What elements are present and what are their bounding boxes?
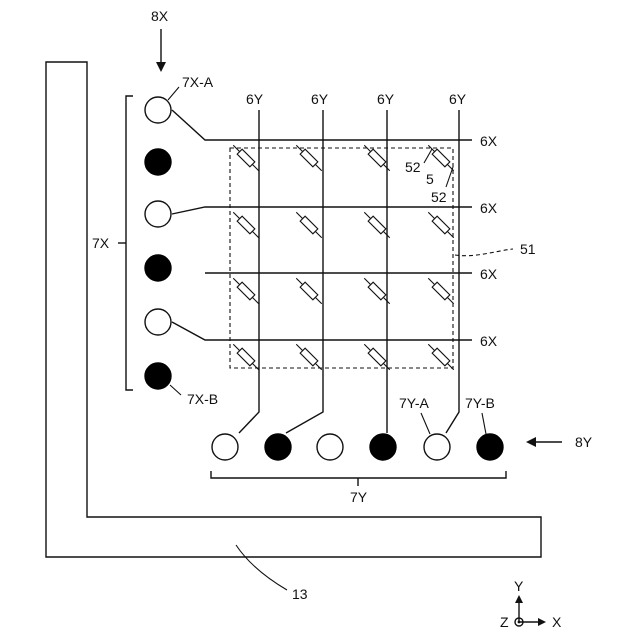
pad-7x	[145, 309, 171, 335]
group-7x-label: 7X	[92, 235, 110, 251]
pad-7x-a	[145, 97, 171, 123]
wire-6y-label: 6Y	[246, 91, 264, 107]
wire-6y-label: 6Y	[377, 91, 395, 107]
arrow-8y-label: 8Y	[575, 434, 593, 450]
group-7y-label: 7Y	[350, 489, 368, 505]
pad-7x	[145, 201, 171, 227]
x-axis-arrowhead	[538, 618, 546, 626]
resistor-element	[231, 276, 261, 306]
axis-x-label: X	[552, 614, 562, 630]
axis-y-label: Y	[514, 578, 524, 594]
arrow-8x-label: 8X	[151, 8, 169, 24]
pad-7x-a-label: 7X-A	[182, 74, 214, 90]
region-51-boundary	[230, 148, 453, 368]
resistor-element	[294, 143, 324, 173]
arrow-8y-head	[526, 437, 536, 447]
element-52-label-top: 52	[405, 159, 421, 175]
pad-7y	[317, 434, 343, 460]
wire-6x-label: 6X	[480, 333, 498, 349]
z-axis-dot	[518, 621, 521, 624]
element-52-leader-bottom	[446, 167, 453, 187]
pad-7x-a-leader	[168, 87, 179, 100]
bracket-7y	[211, 471, 506, 478]
substrate-frame	[46, 62, 541, 557]
resistor-element	[426, 276, 456, 306]
wire-6y-label: 6Y	[449, 91, 467, 107]
wire-6x	[172, 110, 472, 140]
wire-6x-label: 6X	[480, 266, 498, 282]
pad-7y	[265, 434, 291, 460]
wire-6x	[172, 207, 472, 214]
pad-7x-b-leader	[170, 385, 181, 395]
resistor-element	[231, 143, 261, 173]
y-axis-arrowhead	[515, 595, 523, 603]
resistor-element	[294, 210, 324, 240]
pad-7x	[145, 255, 171, 281]
region-51-label: 51	[520, 241, 536, 257]
frame-13-leader	[236, 545, 287, 590]
pad-7y-a-label: 7Y-A	[399, 395, 430, 411]
wire-6x-label: 6X	[480, 200, 498, 216]
axis-indicator: Y Z X	[500, 578, 562, 630]
resistor-element	[231, 210, 261, 240]
region-51-leader	[455, 249, 513, 256]
resistor-grid	[231, 143, 456, 372]
pad-7y-a	[424, 434, 450, 460]
element-52-leader-top	[424, 149, 432, 163]
element-52-label-bottom: 52	[431, 189, 447, 205]
arrow-8x-head	[156, 62, 166, 72]
pad-7y-a-leader	[421, 413, 430, 434]
pad-7y-b-label: 7Y-B	[465, 395, 495, 411]
pad-7x-b-label: 7X-B	[187, 391, 218, 407]
frame-13-label: 13	[292, 586, 308, 602]
pad-7y	[212, 434, 238, 460]
bracket-7x	[126, 96, 133, 390]
resistor-element	[426, 143, 456, 173]
resistor-element	[294, 276, 324, 306]
pad-7x	[145, 149, 171, 175]
pad-7x-b	[145, 363, 171, 389]
pad-7y-b-leader	[482, 413, 486, 434]
pad-7y	[370, 434, 396, 460]
wire-6y-label: 6Y	[311, 91, 329, 107]
element-5-label: 5	[426, 171, 434, 187]
wire-6x-label: 6X	[480, 133, 498, 149]
wire-6x	[172, 322, 472, 340]
resistor-element	[426, 210, 456, 240]
pad-7y-b	[477, 434, 503, 460]
axis-z-label: Z	[500, 614, 509, 630]
